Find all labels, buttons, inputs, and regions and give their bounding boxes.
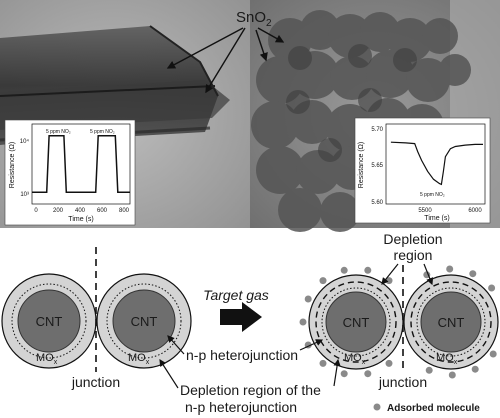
inset-right-ytick-2: 5.65: [371, 163, 383, 169]
inset-right-series-line: [390, 141, 483, 186]
core-label-2: CNT: [131, 314, 158, 329]
adsorbed-molecule-dot: [425, 366, 433, 374]
inset-right-ylabel: Resistance (Ω): [358, 142, 365, 188]
svg-text:SnO2: SnO2: [236, 9, 272, 29]
adsorbed-molecule-dot: [304, 295, 312, 303]
adsorbed-molecule-dot: [340, 370, 348, 378]
shell-label-3: MOx: [344, 352, 366, 366]
inset-left-xtick-4: 600: [97, 208, 108, 214]
inset-left-annotation-1: 5 ppm NO₂: [46, 129, 71, 135]
core-label-3: CNT: [343, 315, 370, 330]
inset-left-xtick-1: 0: [34, 208, 38, 214]
inset-right-xtick-2: 6000: [468, 208, 482, 214]
junction-label-left: junction: [71, 374, 120, 390]
adsorbed-molecule-dot: [299, 318, 307, 326]
inset-left-xtick-2: 200: [53, 208, 64, 214]
shell-label-2: MOx: [128, 352, 150, 366]
adsorbed-molecule-dot: [364, 370, 372, 378]
inset-left-xtick-3: 400: [75, 208, 86, 214]
svg-text:Depletion: Depletion: [383, 231, 442, 247]
svg-text:Target gas: Target gas: [203, 287, 269, 303]
inset-left-ytick-2: 10³: [20, 192, 29, 198]
target-gas-arrow: Target gas: [203, 287, 269, 332]
svg-text:n-p heterojunction: n-p heterojunction: [186, 347, 298, 363]
shell-label-1: MOx: [36, 352, 58, 366]
inset-left-xtick-5: 800: [119, 208, 130, 214]
adsorbed-molecule-dot: [319, 277, 327, 285]
adsorbed-molecule-dot: [364, 266, 372, 274]
inset-right-ytick-1: 5.70: [371, 127, 383, 133]
adsorbed-molecule-dot: [319, 359, 327, 367]
schematic-before: CNT MOx CNT MOx junction: [1, 247, 192, 390]
schematic-after: CNT MOx CNT MOx junction: [299, 265, 499, 390]
inset-right-ytick-3: 5.60: [371, 200, 383, 206]
core-label-1: CNT: [36, 314, 63, 329]
depletion-region-label: Depletion region: [381, 231, 443, 286]
adsorbed-molecule-dot: [488, 284, 496, 292]
depletion-heterojunction-label: Depletion region of the n-p heterojuncti…: [159, 358, 341, 415]
adsorbed-molecule-dot: [446, 265, 454, 273]
adsorbed-molecule-dot: [469, 270, 477, 278]
adsorbed-molecule-dot: [448, 371, 456, 379]
legend-adsorbed-molecule: Adsorbed molecule: [373, 403, 480, 414]
shell-label-4: MOx: [436, 352, 458, 366]
svg-text:region: region: [394, 247, 433, 263]
heterojunction-label: n-p heterojunction: [167, 335, 324, 363]
adsorbed-molecule-dot: [385, 359, 393, 367]
sno2-label: SnO2: [236, 9, 272, 29]
inset-right-annotation: 5 ppm NO₂: [420, 192, 445, 198]
svg-text:Depletion region of the: Depletion region of the: [180, 382, 321, 398]
junction-label-right: junction: [378, 374, 427, 390]
svg-text:n-p heterojunction: n-p heterojunction: [185, 399, 297, 415]
adsorbed-molecule-dot: [489, 350, 497, 358]
inset-left-annotation-2: 5 ppm NO₂: [90, 129, 115, 135]
adsorbed-molecule-dot: [340, 266, 348, 274]
core-label-4: CNT: [438, 315, 465, 330]
inset-right-xlabel: Time (s): [424, 215, 449, 222]
inset-chart-right: 5 ppm NO₂ 5.70 5.65 5.60 5500 6000 Time …: [354, 117, 491, 224]
inset-left-xlabel: Time (s): [68, 216, 93, 223]
inset-left-ytick-1: 10⁴: [20, 138, 30, 145]
inset-right-xtick-1: 5500: [418, 208, 432, 214]
inset-chart-left: 5 ppm NO₂ 5 ppm NO₂ 10⁴ 10³ 0 200 400 60…: [4, 119, 136, 226]
sno2-pointer-arrows: [166, 27, 285, 94]
adsorbed-molecule-dot: [471, 365, 479, 373]
inset-left-series-line: [32, 134, 130, 194]
inset-left-ylabel: Resistance (Ω): [9, 142, 16, 188]
svg-text:Adsorbed molecule: Adsorbed molecule: [387, 403, 480, 414]
adsorbed-molecules: [299, 265, 497, 379]
